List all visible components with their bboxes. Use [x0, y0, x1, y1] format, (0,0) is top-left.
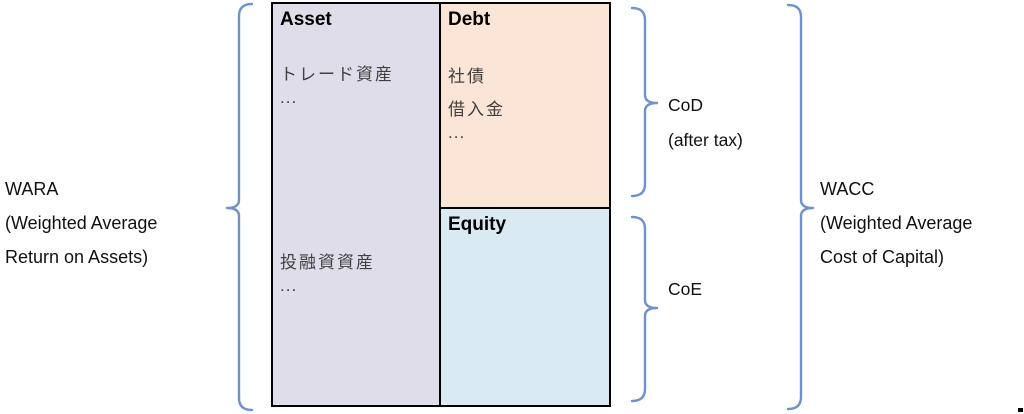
asset-header: Asset [280, 9, 332, 30]
debt-header: Debt [448, 9, 491, 30]
asset-item-investment-ellipsis: ... [280, 276, 298, 295]
wacc-label-line3: Cost of Capital) [820, 247, 945, 267]
corner-dot [1018, 408, 1023, 412]
debt-item-bonds: 社債 [448, 67, 486, 86]
asset-item-trade-ellipsis: ... [280, 88, 298, 107]
asset-item-investment: 投融資資産 [280, 253, 375, 272]
wara-label: WARA (Weighted Average Return on Assets) [5, 172, 157, 274]
wara-label-line1: WARA [5, 179, 59, 199]
wacc-label-line1: WACC [820, 179, 875, 199]
asset-item-trade: トレード資産 [280, 65, 394, 84]
cod-brace [630, 6, 659, 198]
wara-label-line2: (Weighted Average [5, 213, 158, 233]
asset-column: Asset トレード資産 ... 投融資資産 ... [273, 4, 441, 405]
equity-header: Equity [448, 214, 507, 235]
debt-item-loans: 借入金 [448, 100, 505, 119]
coe-brace [630, 215, 659, 403]
equity-cell: Equity [441, 209, 609, 405]
wara-brace [225, 2, 254, 412]
coe-label: CoE [668, 279, 703, 299]
wacc-label: WACC (Weighted Average Cost of Capital) [820, 172, 972, 274]
cod-label-line1: CoD [668, 95, 704, 115]
cod-label-line2: (after tax) [668, 130, 743, 150]
cod-label: CoD (after tax) [668, 88, 743, 158]
debt-cell: Debt 社債 借入金 ... [441, 4, 609, 209]
wara-label-line3: Return on Assets) [5, 247, 149, 267]
wacc-brace [786, 3, 815, 411]
wacc-label-line2: (Weighted Average [820, 213, 973, 233]
liabilities-column: Debt 社債 借入金 ... Equity [441, 4, 609, 405]
debt-item-ellipsis: ... [448, 123, 466, 142]
balance-sheet-box: Asset トレード資産 ... 投融資資産 ... Debt 社債 借入金 .… [271, 2, 611, 407]
